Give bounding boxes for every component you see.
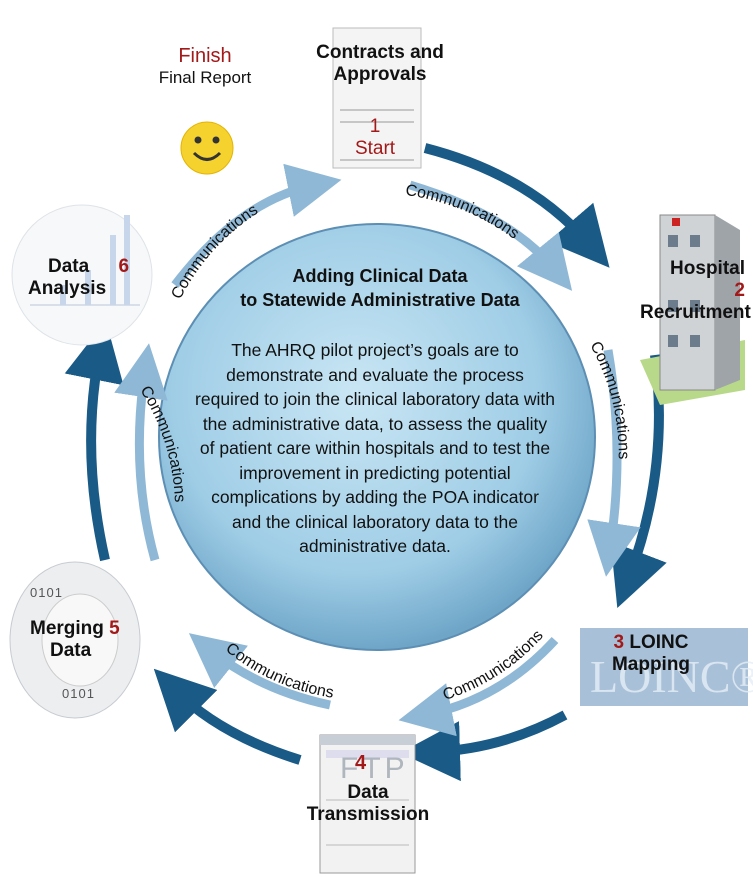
step-data-analysis: Data 6 Analysis: [28, 256, 143, 300]
step-6-line2: Analysis: [28, 277, 107, 299]
step-hospital-recruitment: Hospital 2 Recruitment: [640, 258, 751, 324]
step-1-line1: Contracts and: [316, 42, 444, 63]
step-3-line1: LOINC: [629, 632, 689, 653]
step-loinc-mapping: 3 LOINC Mapping: [596, 632, 706, 676]
step-2-number: 2: [734, 279, 745, 301]
step-1-line2: Approvals: [333, 63, 427, 85]
analysis-chart-icon: [11, 204, 153, 346]
step-6-line1: Data: [48, 256, 90, 277]
center-title: Adding Clinical Data to Statewide Admini…: [220, 264, 540, 313]
step-4-line1: Data: [347, 782, 389, 803]
description-line: improvement in predicting potential: [239, 462, 511, 483]
step-4-line2: Transmission: [306, 803, 430, 825]
light-arrow-4-to-5: [188, 633, 331, 710]
description-line: The AHRQ pilot project’s goals are to: [231, 340, 519, 360]
finish-label: Finish Final Report: [150, 45, 260, 88]
step-5-number: 5: [109, 618, 120, 639]
description-line: and the clinical laboratory data to the: [231, 511, 518, 532]
step-2-line1: Hospital: [670, 258, 745, 279]
light-arrow-3-to-4: [398, 636, 559, 737]
merging-bits-bottom: 0101: [62, 686, 95, 701]
light-arrow-2-to-3: [587, 349, 641, 577]
arrow-3-to-4: [400, 710, 568, 782]
step-1-start: 1 Start: [330, 116, 420, 160]
step-6-number: 6: [118, 256, 130, 277]
step-3-line2: Mapping: [611, 653, 691, 675]
arrow-1-to-2: [423, 143, 610, 268]
description-line: required to join the clinical laboratory…: [195, 389, 555, 409]
step-merging-data: Merging 5 Data: [30, 618, 150, 662]
description-line: demonstrate and evaluate the process: [226, 364, 524, 385]
loinc-logo-text: LOINC®: [590, 651, 753, 702]
center-title-line1: Adding Clinical Data: [292, 266, 468, 286]
loinc-logo-box: [580, 628, 748, 706]
smiley-icon: [180, 121, 234, 175]
step-2-line2: Recruitment: [640, 301, 751, 323]
arrow-4-to-5: [153, 668, 302, 765]
description-line: of patient care within hospitals and to …: [199, 438, 551, 458]
step-1-number: 1: [369, 116, 381, 137]
center-title-line2: to Statewide Administrative Data: [240, 290, 520, 311]
center-description: The AHRQ pilot project’s goals are to de…: [175, 338, 575, 559]
finish-subtitle: Final Report: [158, 68, 252, 87]
description-line: the administrative data, to assess the q…: [202, 413, 548, 434]
ftp-watermark: FTP: [340, 752, 409, 785]
step-data-transmission: Data Transmission: [298, 782, 438, 826]
light-arrow-6-to-1: [171, 163, 342, 288]
center-circle: [158, 223, 596, 651]
step-5-line1: Merging: [30, 618, 104, 639]
ftp-screenshot-icon: [319, 734, 416, 874]
contract-document-icon: [332, 27, 422, 169]
light-arrow-1-to-2: [408, 180, 573, 291]
description-line: complications by adding the POA indicato…: [211, 487, 539, 507]
arrow-5-to-6: [64, 320, 124, 562]
light-arrow-5-to-6: [114, 343, 168, 562]
step-3-number: 3: [613, 632, 625, 653]
finish-title: Finish: [178, 45, 232, 67]
step-5-line2: Data: [50, 639, 92, 661]
step-1-start-label: Start: [354, 137, 396, 159]
merging-bits-top: 0101: [30, 585, 63, 600]
merging-data-icon: [9, 561, 141, 719]
step-4-number: 4: [355, 752, 367, 774]
step-contracts-approvals: Contracts and Approvals: [300, 42, 460, 86]
hospital-building-icon: [640, 214, 745, 405]
description-line: administrative data.: [299, 536, 451, 556]
